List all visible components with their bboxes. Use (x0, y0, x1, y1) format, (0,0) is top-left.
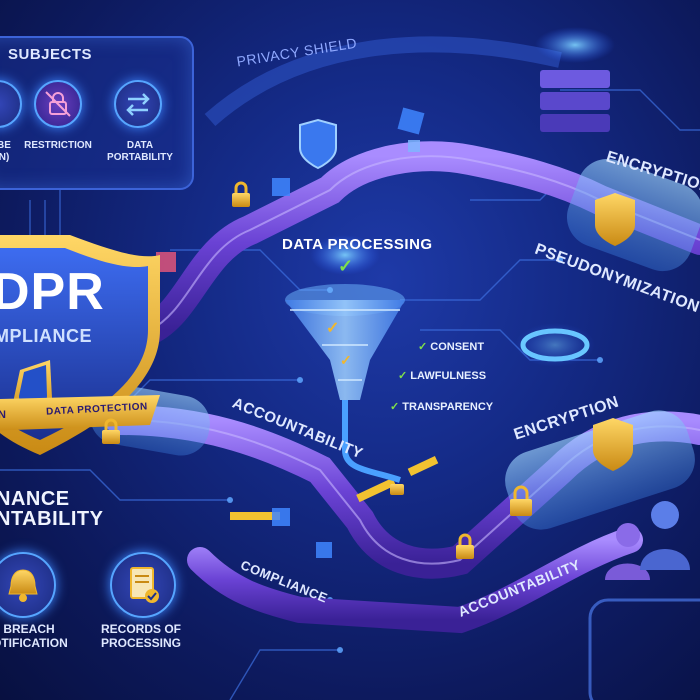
funnel-check-icon: ✓ (338, 256, 354, 276)
document-check-icon (110, 552, 176, 618)
shield-subtitle: MPLIANCE (0, 326, 92, 346)
server-stack (535, 27, 615, 132)
pipe-shield-icons (299, 118, 635, 471)
data-subjects-panel (0, 36, 194, 190)
governance-line1: NANCE (0, 488, 70, 510)
panel-item-2: RESTRICTION (24, 140, 92, 151)
governance-line2: NTABILITY (0, 508, 104, 530)
funnel-check-icon: ✓ (340, 352, 353, 368)
panel-heading: SUBJECTS (8, 46, 93, 63)
check-consent: ✓ CONSENT (418, 341, 485, 353)
shield-ribbon-left: N (0, 409, 7, 421)
gdpr-shield (0, 235, 160, 455)
people-icon (605, 501, 690, 580)
restricted-lock-icon (34, 80, 82, 128)
transfer-arrows-icon (114, 80, 162, 128)
funnel-check-icon: ✓ (326, 320, 340, 337)
check-lawfulness: ✓ LAWFULNESS (398, 370, 487, 382)
barrier-gates (230, 456, 439, 520)
bottom-item-breach: BREACHOTIFICATION (0, 622, 68, 650)
shield-title: DPR (0, 263, 105, 321)
padlock-icons (102, 193, 532, 559)
check-transparency: ✓ TRANSPARENCY (390, 401, 494, 413)
processing-funnel (285, 235, 405, 483)
data-processing-label: DATA PROCESSING (282, 236, 433, 253)
bell-icon (0, 552, 56, 618)
